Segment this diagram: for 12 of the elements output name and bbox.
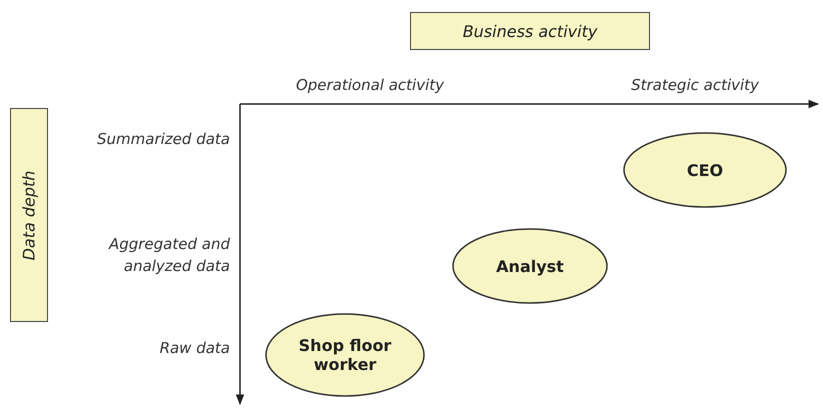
axis-title-box — [10, 108, 48, 322]
role-label: CEO — [686, 160, 724, 180]
row-label: Aggregated and analyzed data — [107, 234, 230, 277]
role-label: Shop floor worker — [298, 336, 392, 374]
role-label: Analyst — [495, 256, 565, 276]
axis-label: Operational activity — [294, 75, 446, 96]
row-label: Summarized data — [96, 129, 230, 150]
row-label: Raw data — [158, 338, 230, 359]
axis-title: Business activity — [462, 22, 598, 40]
axis-label: Strategic activity — [630, 75, 760, 96]
axis-title-box — [410, 12, 650, 50]
axis-title: Data depth — [20, 170, 38, 260]
